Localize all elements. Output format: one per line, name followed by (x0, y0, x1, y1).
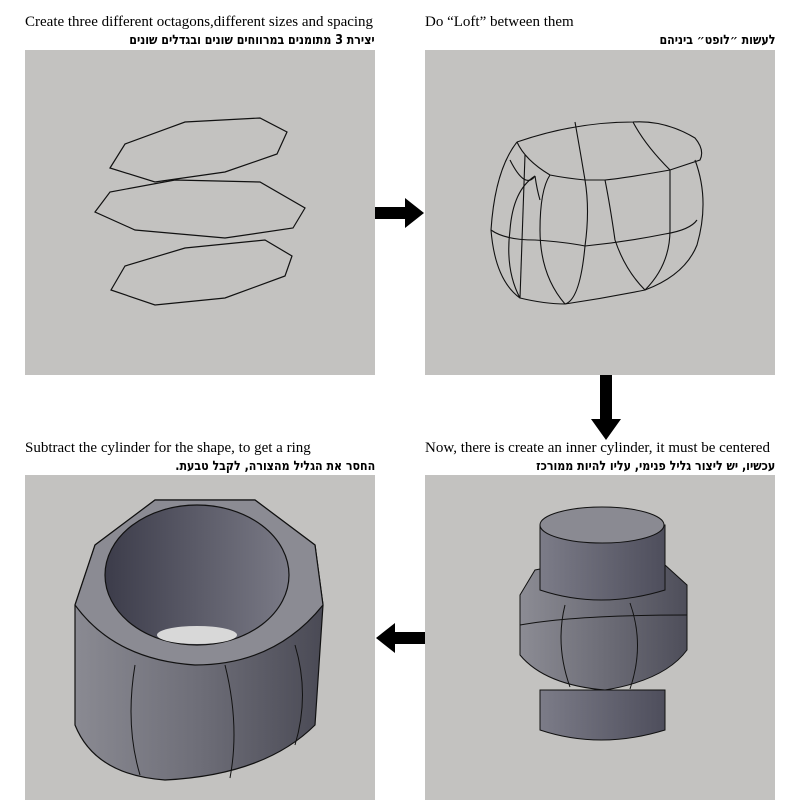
step3-hebrew: עכשיו, יש ליצור גליל פנימי, עליו להיות מ… (535, 459, 775, 474)
octagon-top (109, 117, 288, 183)
arrow-down-icon (591, 375, 621, 440)
ring-render (74, 499, 324, 781)
step2-title: Do “Loft” between them (425, 14, 574, 30)
step1-title: Create three different octagons,differen… (25, 14, 374, 30)
octagons-drawing (94, 117, 306, 306)
step1-octagons-panel (25, 50, 375, 375)
step1-hebrew: יצירת 3 מתומנים במרווחים שונים ובגדלים ש… (129, 33, 375, 48)
step4-title: Subtract the cylinder for the shape, to … (25, 440, 311, 456)
octagon-bottom (110, 239, 293, 306)
step3-title: Now, there is create an inner cylinder, … (425, 440, 770, 456)
cylinder-render (519, 506, 688, 741)
arrow-right-icon (375, 198, 424, 228)
step3-cylinder-panel (425, 475, 775, 800)
step4-ring-panel (25, 475, 375, 800)
octagon-middle (94, 179, 306, 239)
arrow-left-icon (376, 623, 425, 653)
step2-loft-panel (425, 50, 775, 375)
step2-hebrew: לעשות ״לופט״ ביניהם (659, 33, 775, 48)
loft-wireframe-drawing (490, 121, 704, 305)
step4-hebrew: החסר את הגליל מהצורה, לקבל טבעת. (175, 459, 375, 474)
